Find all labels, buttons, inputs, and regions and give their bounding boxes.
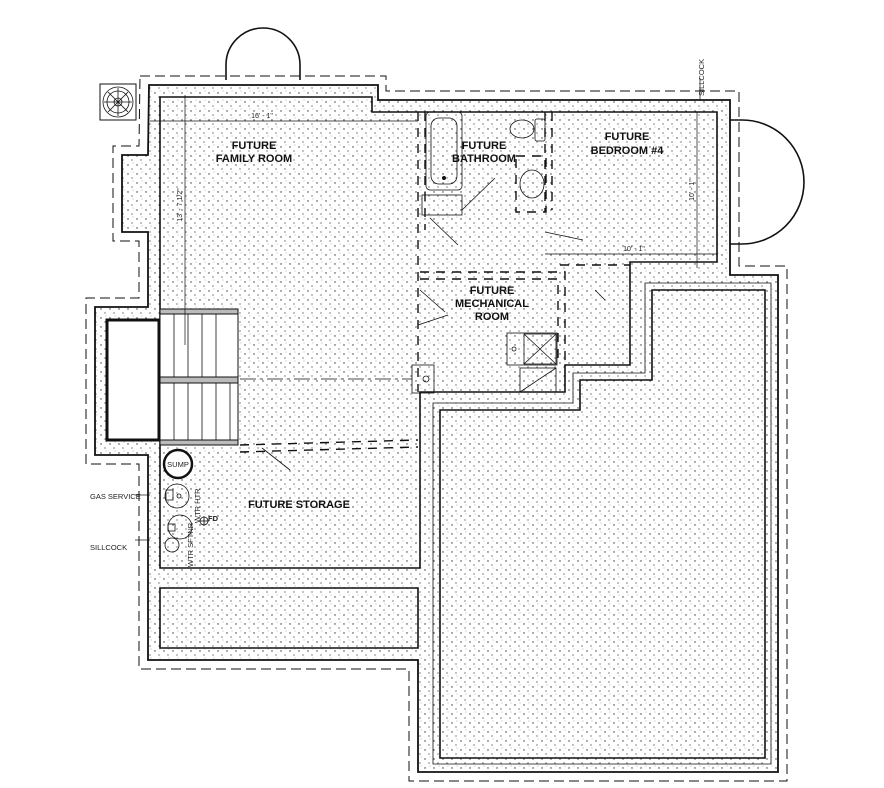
furnace (506, 332, 558, 366)
bedroom-label-1: FUTURE (605, 131, 650, 143)
water-softener-label: WTR SFTNR (186, 522, 195, 567)
top-bay-window (225, 27, 301, 80)
bedroom-label-2: BEDROOM #4 (591, 145, 665, 157)
mechanical-label-2: MECHANICAL (455, 298, 529, 310)
bedroom-depth-dim: 10' - 1" (689, 179, 696, 201)
sillcock-top-label: SILLCOCK (697, 59, 706, 96)
foundation-wall (94, 84, 779, 773)
family-room-label-2: FAMILY ROOM (216, 153, 292, 165)
main-interior (159, 96, 718, 569)
floor-drain-label: FD (208, 514, 219, 523)
sump-pit (162, 448, 194, 480)
floor-drain-icon (199, 516, 209, 526)
mechanical-label-3: ROOM (475, 311, 509, 323)
bathroom-label-1: FUTURE (462, 140, 507, 152)
bathroom-label-2: BATHROOM (452, 153, 516, 165)
storage-label: FUTURE STORAGE (248, 499, 350, 511)
right-bay-window (730, 119, 805, 245)
bedroom-width-dim: 10' - 1" (623, 246, 645, 253)
shower (515, 155, 547, 213)
sump-label: SUMP (167, 460, 189, 469)
stair-landing (159, 376, 239, 384)
family-width-dim: 16' - 1" (251, 113, 273, 120)
family-room-label-1: FUTURE (232, 140, 277, 152)
unexcavated-area (439, 289, 766, 759)
stair-rail-top (159, 308, 239, 315)
mechanical-label-1: FUTURE (470, 285, 515, 297)
dimension-lines (135, 78, 718, 541)
bathtub (425, 111, 463, 191)
water-heater (164, 483, 190, 509)
air-handler (519, 367, 557, 393)
gas-service-label: GAS SERVICE (90, 492, 141, 501)
water-softener (164, 514, 193, 553)
sillcock-left-label: SILLCOCK (90, 543, 127, 552)
stair-landing-box (105, 318, 161, 442)
stair-rail-bottom (159, 439, 239, 446)
stair-treads (173, 312, 231, 443)
fan-icon (102, 86, 134, 118)
water-heater-label: WTR HTR (193, 488, 202, 523)
vanity (421, 194, 463, 216)
family-depth-dim: 13' - 7 1/2" (177, 188, 184, 222)
toilet (509, 118, 546, 142)
unexcavated-inner-line (432, 282, 772, 765)
crawl-strip (159, 587, 419, 649)
footing-outline (85, 75, 788, 782)
